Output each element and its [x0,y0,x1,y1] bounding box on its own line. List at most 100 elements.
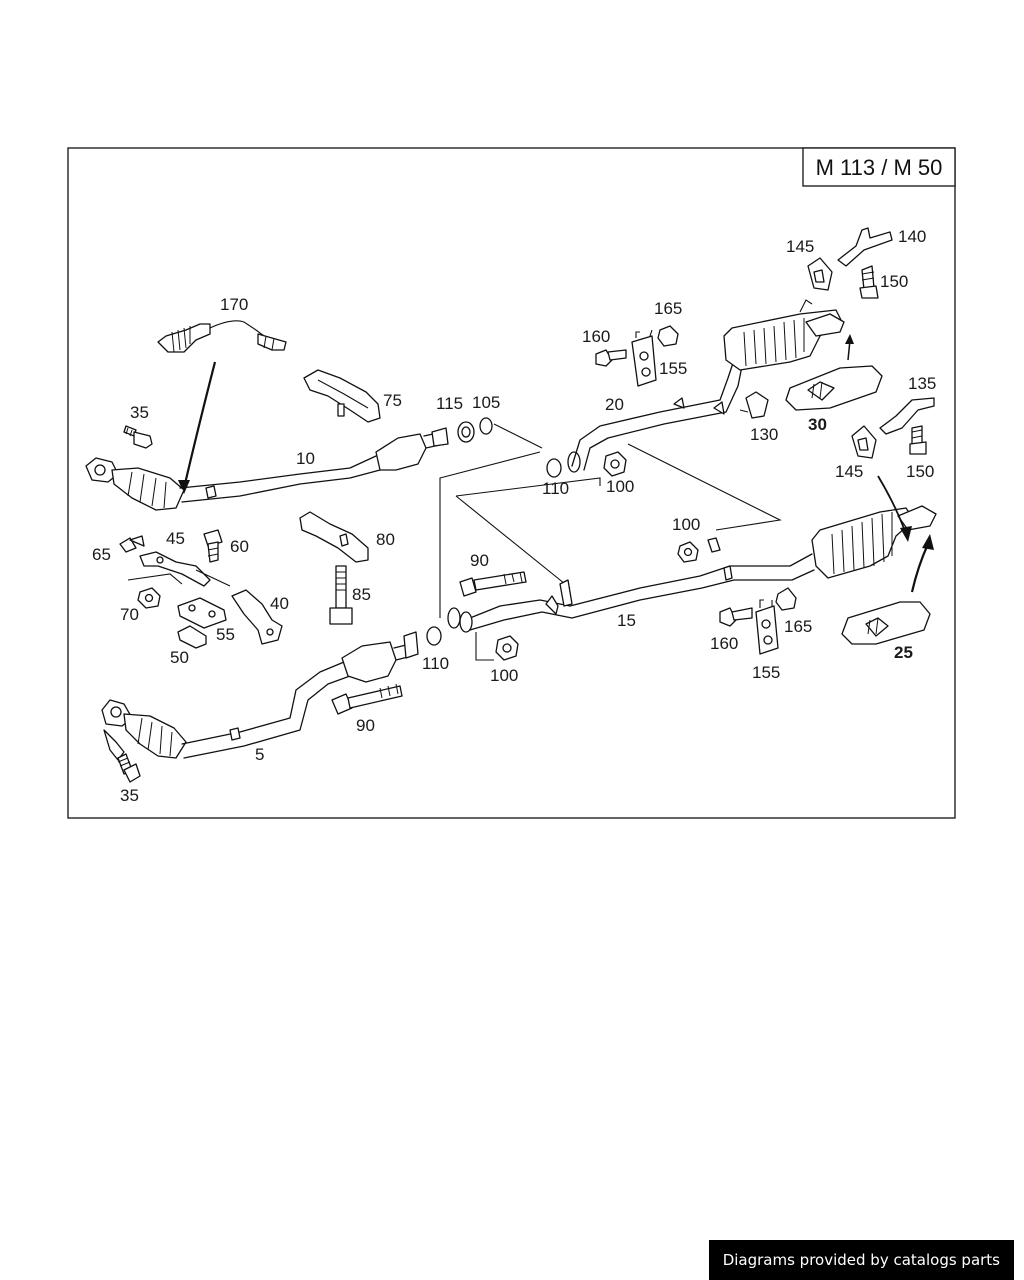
intermediate-pipe-part-20 [571,359,743,471]
label-150-upper: 150 [880,272,908,291]
trim-arrow-lower [910,543,930,593]
bracket-part-130 [739,391,769,419]
label-5: 5 [255,745,264,764]
bracket-part-45 [139,551,211,587]
label-85: 85 [352,585,371,604]
oxygen-sensor-part-170 [157,320,287,353]
rubber-mount-part-145-lower [851,425,877,459]
hanger-part-155-upper [631,329,657,387]
label-145-upper: 145 [786,237,814,256]
label-30: 30 [808,415,827,434]
label-15: 15 [617,611,636,630]
label-130: 130 [750,425,778,444]
muffler-arrow-to-mount-head [900,526,912,542]
label-70: 70 [120,605,139,624]
label-170: 170 [220,295,248,314]
label-165-upper: 165 [654,299,682,318]
heat-shield-part-80 [299,511,369,563]
label-10: 10 [296,449,315,468]
nut-part-70 [137,587,161,609]
bolt-part-85 [329,565,353,625]
label-65: 65 [92,545,111,564]
main-pipe-part-15 [469,537,815,631]
label-160-upper: 160 [582,327,610,346]
rubber-mount-part-145-upper [807,257,833,291]
label-75: 75 [383,391,402,410]
hardware-guide-lines [127,569,231,587]
bracket-part-40 [231,589,283,645]
label-100-upper: 100 [606,477,634,496]
clamp-part-50 [177,625,207,649]
flange-clamp-lower [447,607,473,633]
engine-title: M 113 / M 50 [816,155,943,180]
bolt-part-90-upper [459,571,527,597]
diagram-frame [67,147,956,819]
rear-muffler-upper [723,299,845,371]
label-135: 135 [908,374,936,393]
bolt-part-150-upper [859,265,879,299]
ring-part-105 [479,417,493,435]
label-35-lower: 35 [120,786,139,805]
label-35-upper: 35 [130,403,149,422]
label-105: 105 [472,393,500,412]
attribution-footer: Diagrams provided by catalogs parts [708,1240,1014,1280]
bolt-part-60 [203,529,223,563]
part-labels: 170 75 35 10 115 105 110 100 20 160 165 … [92,227,936,805]
label-20: 20 [605,395,624,414]
gasket-part-115 [457,421,475,443]
tailpipe-trim-part-30 [785,365,883,411]
label-115: 115 [436,394,463,413]
bracket-part-135 [879,397,935,435]
label-80: 80 [376,530,395,549]
clamp-plate-part-55 [177,597,227,629]
engine-title-box: M 113 / M 50 [802,147,956,187]
bolt-part-160-upper [595,349,627,367]
label-40: 40 [270,594,289,613]
front-pipe-part-5 [101,631,419,761]
label-60: 60 [230,537,249,556]
tailpipe-trim-part-25 [841,601,931,645]
label-100-lower: 100 [490,666,518,685]
hanger-part-155-lower [755,599,779,655]
label-155-lower: 155 [752,663,780,682]
label-90-upper: 90 [470,551,489,570]
ring-part-110-lower [426,626,442,646]
assembly-guide-lower [475,632,494,661]
bolt-part-35-upper [123,425,153,449]
trim-arrow-lower-head [922,534,934,550]
label-155-upper: 155 [659,359,687,378]
label-160-lower: 160 [710,634,738,653]
label-140: 140 [898,227,926,246]
front-pipe-part-10 [85,427,449,511]
label-165-lower: 165 [784,617,812,636]
heat-shield-part-75 [303,369,381,423]
muffler-arrow-upper-head [845,334,854,344]
label-45: 45 [166,529,185,548]
clip-part-65 [119,535,145,553]
label-110-lower: 110 [422,654,449,673]
nut-part-100-upper [603,451,627,477]
ring-part-110-upper [546,458,562,478]
bolt-part-160-lower [719,607,753,627]
label-90-lower: 90 [356,716,375,735]
nut-part-165-lower [775,587,797,611]
bracket-part-140 [837,227,893,267]
label-25: 25 [894,643,913,662]
nut-part-100-lower [495,635,519,661]
nut-part-165-upper [657,325,679,347]
bolt-part-35-lower [117,753,141,783]
label-150-lower: 150 [906,462,934,481]
rear-muffler-lower [811,505,937,579]
label-145-lower: 145 [835,462,863,481]
bolt-part-90-lower [331,683,403,715]
label-100-middle: 100 [672,515,700,534]
nut-part-100-middle [677,541,699,563]
sensor-arrow [182,361,217,489]
bolt-part-150-lower [909,425,927,455]
label-110-upper: 110 [542,479,569,498]
gasket-part-upper [567,451,581,473]
label-55: 55 [216,625,235,644]
assembly-guide-lines [439,423,782,618]
label-50: 50 [170,648,189,667]
